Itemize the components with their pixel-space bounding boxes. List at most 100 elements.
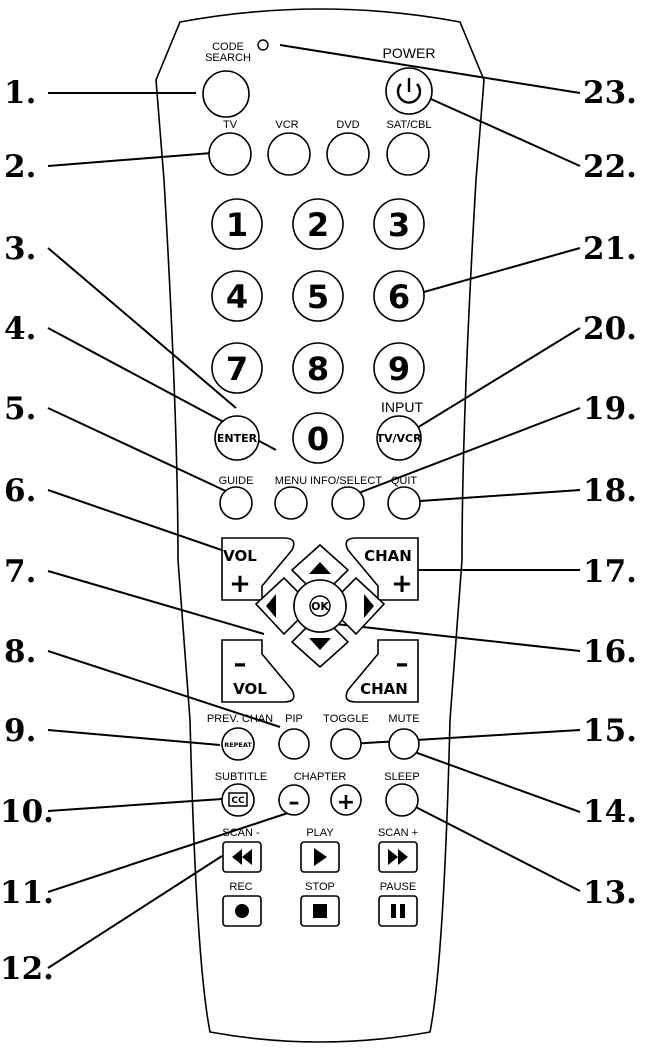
digit-9-button[interactable]: 9 <box>373 342 425 394</box>
callout-20: 20. <box>583 311 637 347</box>
svg-text:+: + <box>229 569 251 599</box>
chapter-minus-button[interactable]: – <box>278 784 310 816</box>
toggle-button[interactable] <box>330 728 362 760</box>
callout-11: 11. <box>0 875 54 911</box>
ok-button[interactable]: OK <box>293 579 347 633</box>
indicator-led <box>257 39 269 51</box>
callout-3: 3. <box>4 231 36 267</box>
svg-text:VOL: VOL <box>223 547 257 565</box>
svg-text:4: 4 <box>226 278 248 316</box>
vol-minus-button[interactable]: – VOL <box>221 639 295 703</box>
chan-minus-button[interactable]: – CHAN <box>345 639 419 703</box>
rewind-button[interactable] <box>222 841 262 873</box>
scan-plus-label: SCAN + <box>378 827 418 839</box>
menu-button[interactable] <box>274 486 308 520</box>
pip-button[interactable] <box>278 728 310 760</box>
guide-label: GUIDE <box>219 475 254 487</box>
svg-text:+: + <box>337 790 355 815</box>
callout-17: 17. <box>583 554 637 590</box>
subtitle-label: SUBTITLE <box>215 771 268 783</box>
rec-label: REC <box>229 881 252 893</box>
digit-7-button[interactable]: 7 <box>211 342 263 394</box>
callout-23: 23. <box>583 75 637 111</box>
arrow-right-icon <box>364 594 374 618</box>
svg-text:VOL: VOL <box>233 680 267 698</box>
chan-plus-button[interactable]: CHAN + <box>345 537 419 601</box>
prev-chan-label: PREV. CHAN <box>207 713 273 725</box>
power-icon <box>396 78 422 104</box>
callout-2: 2. <box>4 149 36 185</box>
play-button[interactable] <box>300 841 340 873</box>
callout-10: 10. <box>0 794 54 830</box>
pause-icon <box>391 904 405 918</box>
subtitle-button[interactable]: CC <box>221 783 255 817</box>
digit-5-button[interactable]: 5 <box>292 270 344 322</box>
pause-label: PAUSE <box>380 881 416 893</box>
info-select-label: INFO/SELECT <box>310 475 382 487</box>
vcr-label: VCR <box>275 119 298 131</box>
pip-label: PIP <box>285 713 303 725</box>
prev-chan-button[interactable]: REPEAT <box>221 727 255 761</box>
vol-plus-button[interactable]: VOL + <box>221 537 295 601</box>
callout-22: 22. <box>583 149 637 185</box>
quit-button[interactable] <box>387 486 421 520</box>
stop-label: STOP <box>305 881 335 893</box>
satcbl-button[interactable] <box>386 132 430 176</box>
dvd-button[interactable] <box>326 132 370 176</box>
chapter-plus-button[interactable]: + <box>330 784 362 816</box>
code-search-button[interactable] <box>202 70 250 118</box>
digit-2-button[interactable]: 2 <box>292 198 344 250</box>
svg-text:+: + <box>391 569 413 599</box>
callout-14: 14. <box>583 794 637 830</box>
digit-3-button[interactable]: 3 <box>373 198 425 250</box>
svg-text:3: 3 <box>388 206 410 244</box>
sleep-button[interactable] <box>385 783 419 817</box>
guide-button[interactable] <box>219 486 253 520</box>
svg-text:OK: OK <box>311 600 329 613</box>
digit-6-button[interactable]: 6 <box>373 270 425 322</box>
svg-text:REPEAT: REPEAT <box>224 741 252 749</box>
digit-4-button[interactable]: 4 <box>211 270 263 322</box>
vcr-button[interactable] <box>267 132 311 176</box>
svg-text:9: 9 <box>388 350 410 388</box>
scan-minus-label: SCAN - <box>222 827 260 839</box>
stop-button[interactable] <box>300 895 340 927</box>
info-select-button[interactable] <box>331 486 365 520</box>
svg-text:CHAN: CHAN <box>364 547 412 565</box>
tv-button[interactable] <box>208 132 252 176</box>
callout-15: 15. <box>583 713 637 749</box>
tvvcr-button[interactable]: TV/VCR <box>376 415 422 461</box>
callout-8: 8. <box>4 634 36 670</box>
toggle-label: TOGGLE <box>323 713 369 725</box>
svg-text:2: 2 <box>307 206 329 244</box>
callout-5: 5. <box>4 391 36 427</box>
fast-forward-button[interactable] <box>378 841 418 873</box>
chapter-label: CHAPTER <box>294 771 347 783</box>
callout-6: 6. <box>4 473 36 509</box>
callout-21: 21. <box>583 231 637 267</box>
svg-text:–: – <box>289 790 300 815</box>
callout-19: 19. <box>583 391 637 427</box>
svg-text:–: – <box>234 649 247 679</box>
power-button[interactable] <box>385 67 433 115</box>
digit-8-button[interactable]: 8 <box>292 342 344 394</box>
digit-1-button[interactable]: 1 <box>211 198 263 250</box>
fast-forward-icon <box>388 849 408 865</box>
record-button[interactable] <box>222 895 262 927</box>
callout-1: 1. <box>4 75 36 111</box>
svg-text:1: 1 <box>226 206 248 244</box>
svg-text:TV/VCR: TV/VCR <box>376 432 422 445</box>
callout-12: 12. <box>0 951 54 987</box>
mute-button[interactable] <box>388 728 420 760</box>
svg-text:ENTER: ENTER <box>217 432 258 445</box>
pause-button[interactable] <box>378 895 418 927</box>
quit-label: QUIT <box>391 475 418 487</box>
svg-text:6: 6 <box>388 278 410 316</box>
sleep-label: SLEEP <box>384 771 419 783</box>
enter-button[interactable]: ENTER <box>214 415 260 461</box>
digit-0-button[interactable]: 0 <box>292 412 344 464</box>
power-label: POWER <box>383 45 436 61</box>
tv-label: TV <box>223 119 238 131</box>
